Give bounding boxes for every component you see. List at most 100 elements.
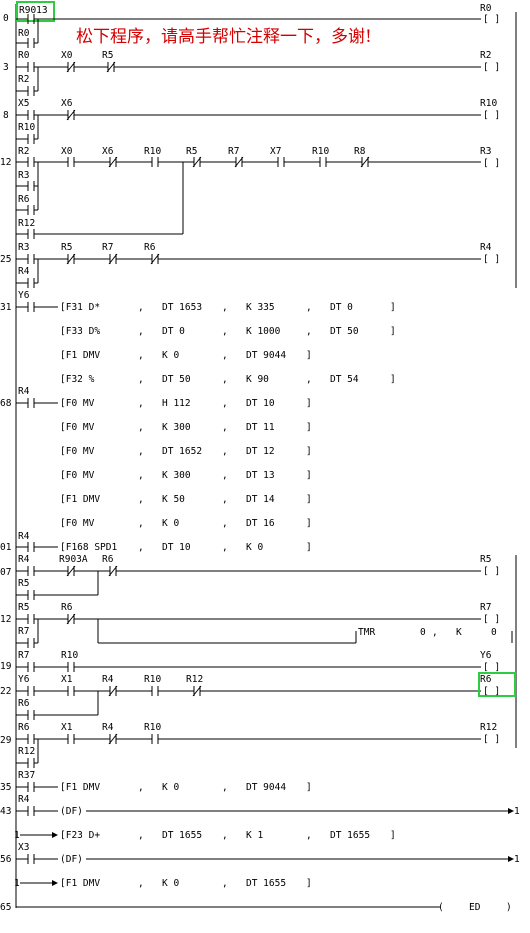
svg-text:DT 1655: DT 1655 [246,878,286,889]
svg-text:]: ] [306,398,312,409]
contact-label: X6 [61,98,73,109]
contact-label: R7 [18,626,29,637]
svg-text:K 1000: K 1000 [246,326,281,337]
contact-label: X0 [61,146,73,157]
rung-8: X5 X6 R10 R10 [ ] [16,98,500,144]
svg-text:,: , [138,470,144,481]
svg-text:]: ] [306,422,312,433]
svg-text:H 112: H 112 [162,398,191,409]
svg-text:]: ] [306,878,312,889]
coil-label: R4 [480,242,492,253]
rung-119: R7 R10 Y6 [ ] [16,650,500,673]
contact-label: R6 [61,602,73,613]
contact-label: R6 [18,722,30,733]
svg-text:,: , [138,302,144,313]
contact-label: R12 [186,674,203,685]
svg-text:,: , [138,446,144,457]
step-number: 68 [0,398,12,409]
step-number: 65 [0,902,11,913]
svg-text:,: , [222,302,228,313]
svg-text:[F23 D+: [F23 D+ [60,830,100,841]
function-row: [F1 DMV,K 0,DT 9044] [60,782,312,793]
svg-text:,: , [138,494,144,505]
step-number: 43 [0,806,11,817]
df-instruction: (DF) [60,806,83,817]
svg-text:,: , [222,446,228,457]
contact-label: R10 [18,122,35,133]
svg-text:K 0: K 0 [162,878,179,889]
svg-text:DT 13: DT 13 [246,470,275,481]
svg-text:,: , [138,518,144,529]
rung-68: R4 [16,386,58,408]
svg-text:,: , [138,350,144,361]
rung-end: ( ED ) [16,902,512,913]
svg-text:[F31 D*: [F31 D* [60,302,100,313]
contact-label: R6 [102,554,114,565]
step-number: 31 [0,302,12,313]
svg-text:,: , [432,627,438,638]
contact-label: R12 [18,746,35,757]
contact-label: R8 [354,146,366,157]
coil: [ ] [483,662,500,673]
annotation-text: 松下程序，请高手帮忙注释一下，多谢! [76,27,372,47]
contact-label: X6 [102,146,114,157]
svg-text:]: ] [390,374,396,385]
svg-text:K 50: K 50 [162,494,185,505]
contact-label: R3 [18,170,29,181]
contact-label: R12 [18,218,35,229]
step-number: 8 [3,110,9,121]
svg-text:,: , [138,398,144,409]
function-blocks: [F31 D*,DT 1653,K 335,DT 0] [F33 D%,DT 0… [60,302,396,889]
svg-text:DT 10: DT 10 [162,542,191,553]
svg-text:DT 10: DT 10 [246,398,275,409]
highlight-box [478,672,516,697]
svg-text:K: K [456,627,462,638]
coil-label: R2 [480,50,491,61]
coil: [ ] [483,686,500,697]
contact-label: R4 [18,794,30,805]
contact-label: R4 [18,554,30,565]
contact-label: R7 [102,242,113,253]
contact-label: R6 [144,242,156,253]
contact-label: R6 [18,194,30,205]
rung-3: R0 X0 R5 R2 R2 [ ] [16,50,500,96]
rung-12: R2 X0 X6 R10 R5 R7 X7 R10 R8 R3 R6 R12 R… [16,146,500,239]
svg-text:DT 16: DT 16 [246,518,275,529]
svg-text:]: ] [306,350,312,361]
end-instruction: ED [469,902,481,913]
svg-text:,: , [222,518,228,529]
contact-label: X0 [61,50,73,61]
contact-label: R10 [312,146,329,157]
svg-text:,: , [222,494,228,505]
coil-label: R5 [480,554,491,565]
function-row: [F0 MV,K 300,DT 11] [60,422,312,433]
rung-101: R4 [16,531,58,552]
svg-text:,: , [222,350,228,361]
svg-text:K 1: K 1 [246,830,263,841]
step-number: 35 [0,782,11,793]
svg-text:K 300: K 300 [162,470,191,481]
step-number: 01 [0,542,12,553]
svg-text:DT 12: DT 12 [246,446,275,457]
rung-135: R37 [16,770,58,792]
function-row: [F23 D+,DT 1655,K 1,DT 1655] [60,830,396,841]
svg-text:,: , [222,782,228,793]
coil: [ ] [483,14,500,25]
contact-label: R5 [186,146,197,157]
svg-text:DT 54: DT 54 [330,374,359,385]
jump-target: 1 [514,854,520,865]
contact-label: R5 [102,50,113,61]
svg-text:,: , [222,326,228,337]
svg-text:,: , [222,470,228,481]
df-instruction: (DF) [60,854,83,865]
timer-number: 0 [420,627,426,638]
coil: [ ] [483,614,500,625]
jump-source: 1 [14,878,20,889]
svg-text:DT 50: DT 50 [330,326,359,337]
timer-label: TMR [358,627,375,638]
contact-label: Y6 [18,290,30,301]
svg-text:K 90: K 90 [246,374,269,385]
svg-text:,: , [138,326,144,337]
rung-143: R4 (DF) 1 1 [14,794,520,841]
svg-text:]: ] [306,494,312,505]
